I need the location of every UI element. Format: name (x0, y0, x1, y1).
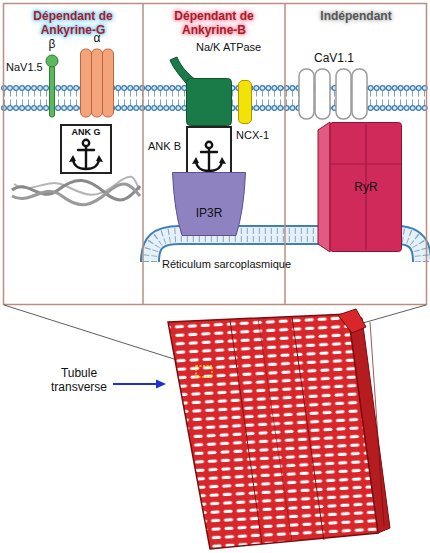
muscle-fibre (168, 309, 390, 549)
receptor-shape: IP3R (172, 172, 246, 236)
pointer-arrowhead (156, 380, 166, 389)
alpha-subunit: α (80, 48, 114, 118)
zoom-box (196, 366, 212, 377)
part-label: ANK B (148, 140, 181, 153)
receptor-shape-outline (172, 172, 246, 236)
panel-frame (4, 4, 427, 305)
panel-heading: Indépendant (301, 9, 411, 23)
part-label: Na/K ATPase (196, 41, 261, 54)
part-label: Réticulum sarcoplasmique (162, 258, 291, 271)
panel-heading: Dépendant de Ankyrine-G (18, 9, 128, 38)
channel-shape-outline (298, 68, 370, 120)
panel-column: IndépendantCaV1.1RyR (285, 3, 427, 305)
anchor-box: ANK B (186, 126, 232, 174)
alpha-subunit-outline (80, 48, 114, 118)
pump-shape: Na/K ATPase (186, 78, 232, 126)
subunit-label: β (42, 37, 62, 51)
part-label: CaV1.1 (298, 51, 370, 65)
part-label: RyR (330, 180, 402, 194)
part-label: ANK G (62, 127, 110, 138)
zoom-line (4, 305, 196, 366)
channel-shape: CaV1.1 (298, 68, 370, 120)
panel-heading: Dépendant de Ankyrine-B (159, 9, 269, 38)
part-label: NCX-1 (236, 129, 269, 142)
exchanger-shape: NCX-1 (238, 80, 252, 124)
part-label: IP3R (172, 206, 246, 220)
pointer-arrow (113, 383, 158, 385)
spectrin-fibres (12, 177, 140, 205)
receptor-shape: RyR (318, 122, 402, 252)
part-label: Tubule transverse (46, 366, 112, 395)
panel-column: Dépendant de Ankyrine-GβαANK G (3, 3, 143, 305)
anchor-box: ANK G (60, 124, 112, 174)
anchor-box-outline (188, 128, 230, 172)
column-divider (142, 3, 144, 305)
part-label: NaV1.5 (6, 61, 43, 74)
beta-subunit-outline (45, 54, 59, 118)
pump-shape-outline (186, 78, 232, 126)
subunit-label: α (80, 31, 114, 45)
beta-subunit: β (45, 54, 59, 118)
